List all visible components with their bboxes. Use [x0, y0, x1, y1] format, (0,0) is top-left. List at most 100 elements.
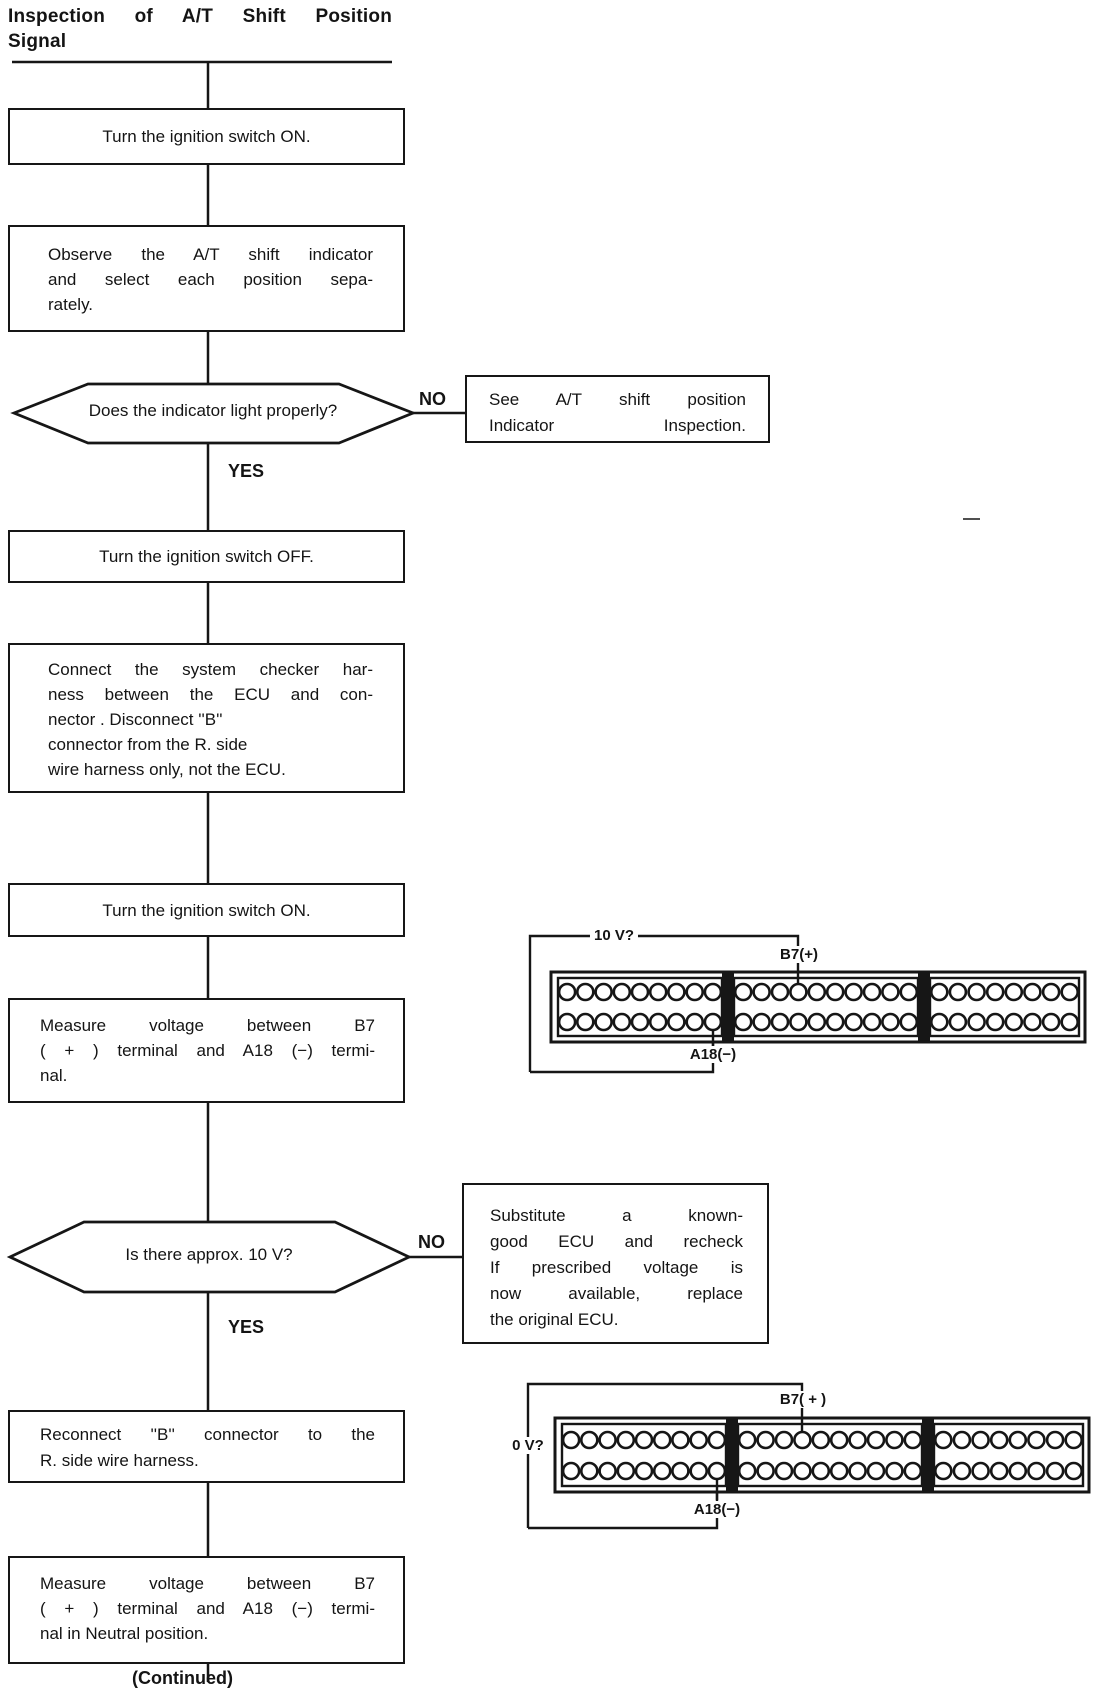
decision-hexagon-indicator-light: [10, 382, 417, 445]
connector-pin: [557, 1012, 577, 1032]
connector-pin: [561, 1430, 581, 1450]
connector-pin: [967, 982, 986, 1002]
result-text: Indicator Inspection.: [489, 416, 746, 435]
connector-pin: [707, 1430, 727, 1450]
connector-pin: [929, 982, 949, 1002]
connector-pin: [733, 1012, 753, 1032]
connector-pin: [862, 982, 882, 1002]
step-text: nector . Disconnect ''B'': [48, 710, 223, 729]
connector-pin: [561, 1461, 581, 1481]
step-text: Turn the ignition switch ON.: [102, 127, 311, 146]
connector-pin: [707, 1461, 727, 1481]
connector-diagram-2: [526, 1382, 1091, 1530]
step-reconnect-b-connector: Reconnect ''B'' connector to the R. side…: [8, 1410, 405, 1483]
connector-pin: [971, 1461, 990, 1481]
connector-pin: [689, 1461, 709, 1481]
step-measure-voltage-neutral: Measure voltage between B7 ( + ) termina…: [8, 1556, 405, 1664]
connector-pin: [811, 1430, 831, 1450]
step-turn-ignition-on-1: Turn the ignition switch ON.: [8, 108, 405, 165]
connector-pin: [770, 1012, 790, 1032]
connector-pin: [825, 1012, 845, 1032]
connector-pin: [789, 1012, 808, 1032]
connector-pin: [985, 1012, 1005, 1032]
connector-pin: [844, 1012, 863, 1032]
step-text: wire harness only, not the ECU.: [48, 760, 286, 779]
connector-pin: [793, 1430, 812, 1450]
result-text: now available, replace: [490, 1284, 743, 1303]
connector-pin: [1008, 1461, 1028, 1481]
step-measure-voltage-b7-a18: Measure voltage between B7 ( + ) termina…: [8, 998, 405, 1103]
connector-pin: [752, 1012, 771, 1032]
connector-pin: [774, 1430, 794, 1450]
connector-pin: [866, 1461, 886, 1481]
connector-pin: [971, 1430, 990, 1450]
connector-pin: [756, 1430, 775, 1450]
connector-pin: [903, 1430, 923, 1450]
connector-pin: [899, 1012, 919, 1032]
connector-pin: [885, 1430, 904, 1450]
connector-pin: [703, 1012, 723, 1032]
connector-pin: [630, 1012, 650, 1032]
connector-separator: [722, 972, 734, 1042]
connector-separator: [922, 1418, 934, 1492]
connector-pin: [952, 1461, 972, 1481]
step-text: R. side wire harness.: [40, 1451, 199, 1470]
pin-label-a18-1: A18(−): [685, 1046, 741, 1063]
connector-pin: [598, 1430, 617, 1450]
step-text: rately.: [48, 295, 94, 314]
connector-pin: [948, 1012, 968, 1032]
connector-pin: [733, 982, 753, 1002]
connector-pin: [989, 1430, 1009, 1450]
no-label-1: NO: [417, 389, 448, 410]
connector-pin: [811, 1461, 831, 1481]
connector-pin: [1004, 1012, 1024, 1032]
connector-pin: [862, 1012, 882, 1032]
connector-pin: [1060, 982, 1079, 1002]
step-text: Measure voltage between B7: [40, 1016, 375, 1035]
step-text: nal.: [40, 1066, 68, 1085]
connector-pin: [612, 1012, 632, 1032]
connector-pin: [825, 982, 845, 1002]
connector-pin: [789, 982, 808, 1002]
connector-pin: [967, 1012, 986, 1032]
pin-label-b7-1: B7(+): [776, 946, 822, 963]
connector-pin: [594, 1012, 613, 1032]
connector-pin: [1027, 1461, 1046, 1481]
page-title-line: Inspection of A/T Shift Position: [8, 6, 392, 27]
connector-pin: [1008, 1430, 1028, 1450]
connector-pin: [829, 1430, 849, 1450]
connector-pin: [579, 1430, 599, 1450]
decision-hexagon-approx-10v: [6, 1220, 413, 1294]
connector-pin: [667, 1012, 686, 1032]
step-text: ness between the ECU and con-: [48, 685, 373, 704]
connector-pin: [903, 1461, 923, 1481]
step-text: Turn the ignition switch OFF.: [99, 547, 314, 566]
connector-pin: [685, 1012, 705, 1032]
step-text: Measure voltage between B7: [40, 1574, 375, 1593]
continued-label: (Continued): [132, 1668, 233, 1688]
step-connect-checker-harness: Connect the system checker har- ness bet…: [8, 643, 405, 793]
connector-pin: [793, 1461, 812, 1481]
connector-pin: [634, 1430, 654, 1450]
voltage-label-0v: 0 V?: [508, 1437, 548, 1454]
connector-pin: [630, 982, 650, 1002]
connector-pin: [652, 1430, 672, 1450]
connector-pin: [1041, 1012, 1061, 1032]
step-text: Observe the A/T shift indicator: [48, 245, 373, 264]
connector-pin: [933, 1461, 953, 1481]
page-title: Inspection of A/T Shift Position Signal: [8, 4, 392, 54]
connector-pin: [933, 1430, 953, 1450]
flow-lines: [12, 60, 980, 1682]
connector-separator: [918, 972, 930, 1042]
connector-pin: [575, 982, 595, 1002]
connector-pin: [807, 982, 827, 1002]
connector-pin: [881, 982, 900, 1002]
connector-pin: [671, 1461, 690, 1481]
result-text: good ECU and recheck: [490, 1232, 743, 1251]
connector-pin: [575, 1012, 595, 1032]
connector-pin: [770, 982, 790, 1002]
connector-pin: [848, 1461, 867, 1481]
pin-label-b7-2: B7( + ): [775, 1391, 831, 1408]
result-text: the original ECU.: [490, 1310, 619, 1329]
